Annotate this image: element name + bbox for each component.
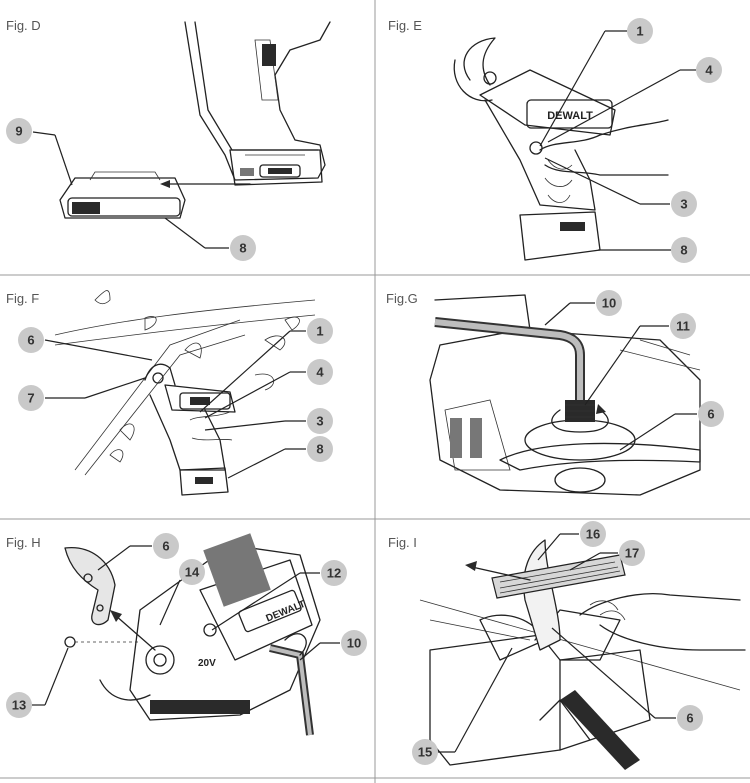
svg-text:17: 17 xyxy=(625,546,639,561)
figure-i: Fig. I xyxy=(388,521,746,770)
callout-10-h: 10 xyxy=(299,630,367,661)
sharpening-illustration xyxy=(419,539,746,770)
svg-text:8: 8 xyxy=(239,241,246,256)
svg-text:6: 6 xyxy=(162,539,169,554)
svg-text:1: 1 xyxy=(316,324,323,339)
svg-text:11: 11 xyxy=(676,319,690,334)
callout-14: 14 xyxy=(159,559,205,626)
brand-logo-h: DEWALT xyxy=(265,599,308,625)
callout-4: 4 xyxy=(547,57,722,143)
svg-text:3: 3 xyxy=(316,414,323,429)
callout-16: 16 xyxy=(537,521,606,561)
callout-6-f: 6 xyxy=(18,327,153,361)
callout-6-g: 6 xyxy=(619,401,724,451)
branch-illustration xyxy=(54,290,316,476)
callout-3-f: 3 xyxy=(204,408,333,434)
callout-9: 9 xyxy=(6,118,73,186)
callout-8-e: 8 xyxy=(598,237,697,263)
figure-e: Fig. E DEWALT 1 xyxy=(388,18,722,263)
svg-text:8: 8 xyxy=(680,243,687,258)
svg-text:6: 6 xyxy=(707,407,714,422)
callout-8-f: 8 xyxy=(227,436,333,479)
svg-text:14: 14 xyxy=(185,565,200,580)
pruner-in-hand-illustration: DEWALT xyxy=(453,37,669,261)
voltage-label-h: 20V xyxy=(198,658,216,669)
svg-text:12: 12 xyxy=(327,566,341,581)
figure-e-label: Fig. E xyxy=(388,18,422,33)
callout-1: 1 xyxy=(539,18,653,147)
battery-pack-illustration xyxy=(59,171,186,219)
callout-11: 11 xyxy=(584,313,696,406)
callout-6-h: 6 xyxy=(97,533,179,571)
figure-d: Fig. D 9 xyxy=(6,18,331,261)
callout-17: 17 xyxy=(569,540,645,571)
svg-text:7: 7 xyxy=(27,391,34,406)
callout-4-f: 4 xyxy=(204,359,333,419)
svg-text:1: 1 xyxy=(636,24,643,39)
svg-text:13: 13 xyxy=(12,698,26,713)
figure-f: Fig. F xyxy=(6,290,333,496)
svg-text:3: 3 xyxy=(680,197,687,212)
callout-10-g: 10 xyxy=(544,290,622,326)
figure-d-label: Fig. D xyxy=(6,18,41,33)
callout-12: 12 xyxy=(211,560,347,631)
svg-text:4: 4 xyxy=(316,365,324,380)
callout-15: 15 xyxy=(412,647,513,765)
pivot-close-up-illustration xyxy=(429,294,701,496)
figure-h: Fig. H DEWALT 20V xyxy=(6,533,367,736)
svg-text:6: 6 xyxy=(27,333,34,348)
figure-h-label: Fig. H xyxy=(6,535,41,550)
svg-text:6: 6 xyxy=(686,711,693,726)
svg-text:15: 15 xyxy=(418,745,432,760)
figure-g: Fig.G 10 xyxy=(386,290,724,496)
figure-i-label: Fig. I xyxy=(388,535,417,550)
svg-text:9: 9 xyxy=(15,124,22,139)
callout-3: 3 xyxy=(544,157,697,217)
callout-6-i: 6 xyxy=(551,627,703,731)
svg-text:10: 10 xyxy=(602,296,616,311)
svg-text:10: 10 xyxy=(347,636,361,651)
blade-removal-illustration: DEWALT 20V xyxy=(64,533,321,736)
pruner-handle-illustration xyxy=(184,21,331,186)
figure-g-label: Fig.G xyxy=(386,291,418,306)
svg-text:16: 16 xyxy=(586,527,600,542)
svg-text:4: 4 xyxy=(705,63,713,78)
pruner-cutting-illustration xyxy=(144,363,236,496)
svg-text:8: 8 xyxy=(316,442,323,457)
callout-13: 13 xyxy=(6,647,69,718)
callout-7: 7 xyxy=(18,377,146,411)
callout-1-f: 1 xyxy=(199,318,333,413)
figure-f-label: Fig. F xyxy=(6,291,39,306)
callout-8: 8 xyxy=(164,217,256,261)
